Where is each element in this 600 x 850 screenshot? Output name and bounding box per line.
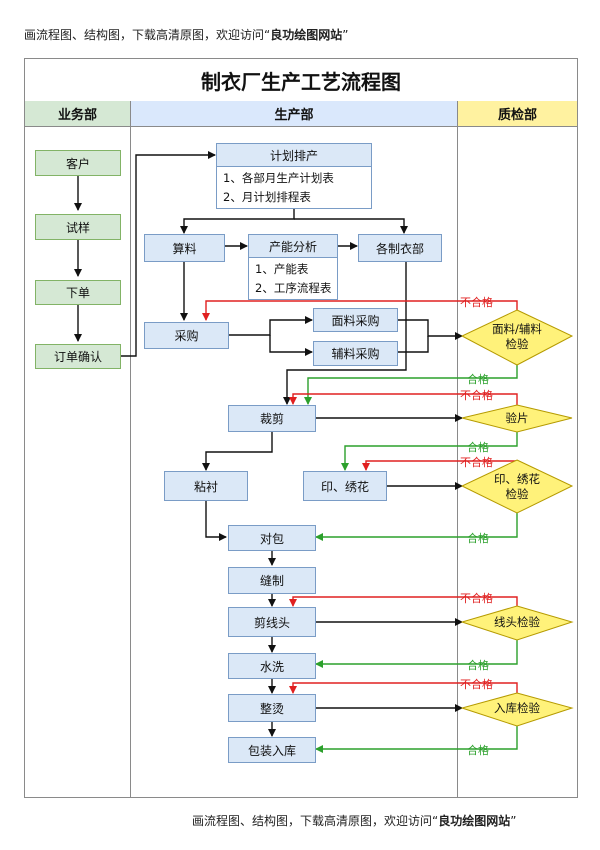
fail-label-fabric: 不合格 bbox=[460, 296, 493, 309]
fabric-purchase-box: 面料采购 bbox=[313, 308, 398, 332]
bottom-caption-text: 画流程图、结构图，下载高清原图，欢迎访问“ bbox=[192, 814, 439, 828]
storage-check-label: 入库检验 bbox=[494, 700, 540, 715]
lane-divider-left bbox=[130, 101, 131, 797]
fabric-check-diamond bbox=[460, 309, 574, 366]
print-check-label: 印、绣花 检验 bbox=[494, 472, 540, 501]
lane-divider-right bbox=[457, 101, 458, 797]
pass-label-thread: 合格 bbox=[467, 659, 489, 672]
pass-label-print: 合格 bbox=[467, 532, 489, 545]
lane-header-production: 生产部 bbox=[131, 101, 457, 127]
plan-title-box: 计划排产 bbox=[216, 143, 372, 167]
fail-label-thread: 不合格 bbox=[460, 592, 493, 605]
pass-label-fabric: 合格 bbox=[467, 373, 489, 386]
top-caption-close: ” bbox=[342, 28, 349, 42]
print-check-diamond bbox=[460, 459, 574, 514]
accessory-purchase-box: 辅料采购 bbox=[313, 341, 398, 366]
order-box: 下单 bbox=[35, 280, 121, 305]
capacity-items-box: 1、产能表 2、工序流程表 bbox=[248, 257, 338, 300]
calc-box: 算料 bbox=[144, 234, 225, 262]
washing-box: 水洗 bbox=[228, 653, 316, 679]
cutting-box: 裁剪 bbox=[228, 405, 316, 432]
fail-label-piece: 不合格 bbox=[460, 389, 493, 402]
diagram-frame bbox=[24, 58, 578, 798]
order-confirm-box: 订单确认 bbox=[35, 344, 121, 369]
bundling-box: 对包 bbox=[228, 525, 316, 551]
bottom-caption: 画流程图、结构图，下载高清原图，欢迎访问“良功绘图网站” bbox=[192, 812, 516, 829]
storage-check-diamond bbox=[460, 692, 574, 727]
sample-box: 试样 bbox=[35, 214, 121, 240]
capacity-item-1: 1、产能表 bbox=[255, 261, 309, 276]
fusing-box: 粘衬 bbox=[164, 471, 248, 501]
depts-box: 各制衣部 bbox=[358, 234, 442, 262]
thread-check-diamond bbox=[460, 605, 574, 641]
lane-header-business: 业务部 bbox=[25, 101, 130, 127]
fail-label-print: 不合格 bbox=[460, 456, 493, 469]
trimming-box: 剪线头 bbox=[228, 607, 316, 637]
pass-label-piece: 合格 bbox=[467, 441, 489, 454]
bottom-caption-close: ” bbox=[510, 814, 517, 828]
top-caption-site: 良功绘图网站 bbox=[270, 28, 343, 42]
piece-check-diamond bbox=[461, 404, 573, 433]
ironing-box: 整烫 bbox=[228, 694, 316, 722]
sewing-box: 缝制 bbox=[228, 567, 316, 594]
fabric-check-label: 面料/辅料 检验 bbox=[492, 322, 542, 351]
customer-box: 客户 bbox=[35, 150, 121, 176]
fail-label-storage: 不合格 bbox=[460, 678, 493, 691]
top-caption-text: 画流程图、结构图，下载高清原图，欢迎访问“ bbox=[24, 28, 271, 42]
lane-header-quality: 质检部 bbox=[458, 101, 577, 127]
plan-items-box: 1、各部月生产计划表 2、月计划排程表 bbox=[216, 166, 372, 209]
printing-box: 印、绣花 bbox=[303, 471, 387, 501]
bottom-caption-site: 良功绘图网站 bbox=[438, 814, 511, 828]
piece-check-label: 验片 bbox=[505, 410, 529, 425]
thread-check-label: 线头检验 bbox=[494, 614, 540, 629]
plan-item-1: 1、各部月生产计划表 bbox=[223, 170, 334, 185]
capacity-title-box: 产能分析 bbox=[248, 234, 338, 258]
purchase-box: 采购 bbox=[144, 322, 229, 349]
top-caption: 画流程图、结构图，下载高清原图，欢迎访问“良功绘图网站” bbox=[24, 26, 348, 43]
pass-label-storage: 合格 bbox=[467, 744, 489, 757]
capacity-item-2: 2、工序流程表 bbox=[255, 280, 332, 295]
plan-item-2: 2、月计划排程表 bbox=[223, 189, 311, 204]
packing-box: 包装入库 bbox=[228, 737, 316, 763]
